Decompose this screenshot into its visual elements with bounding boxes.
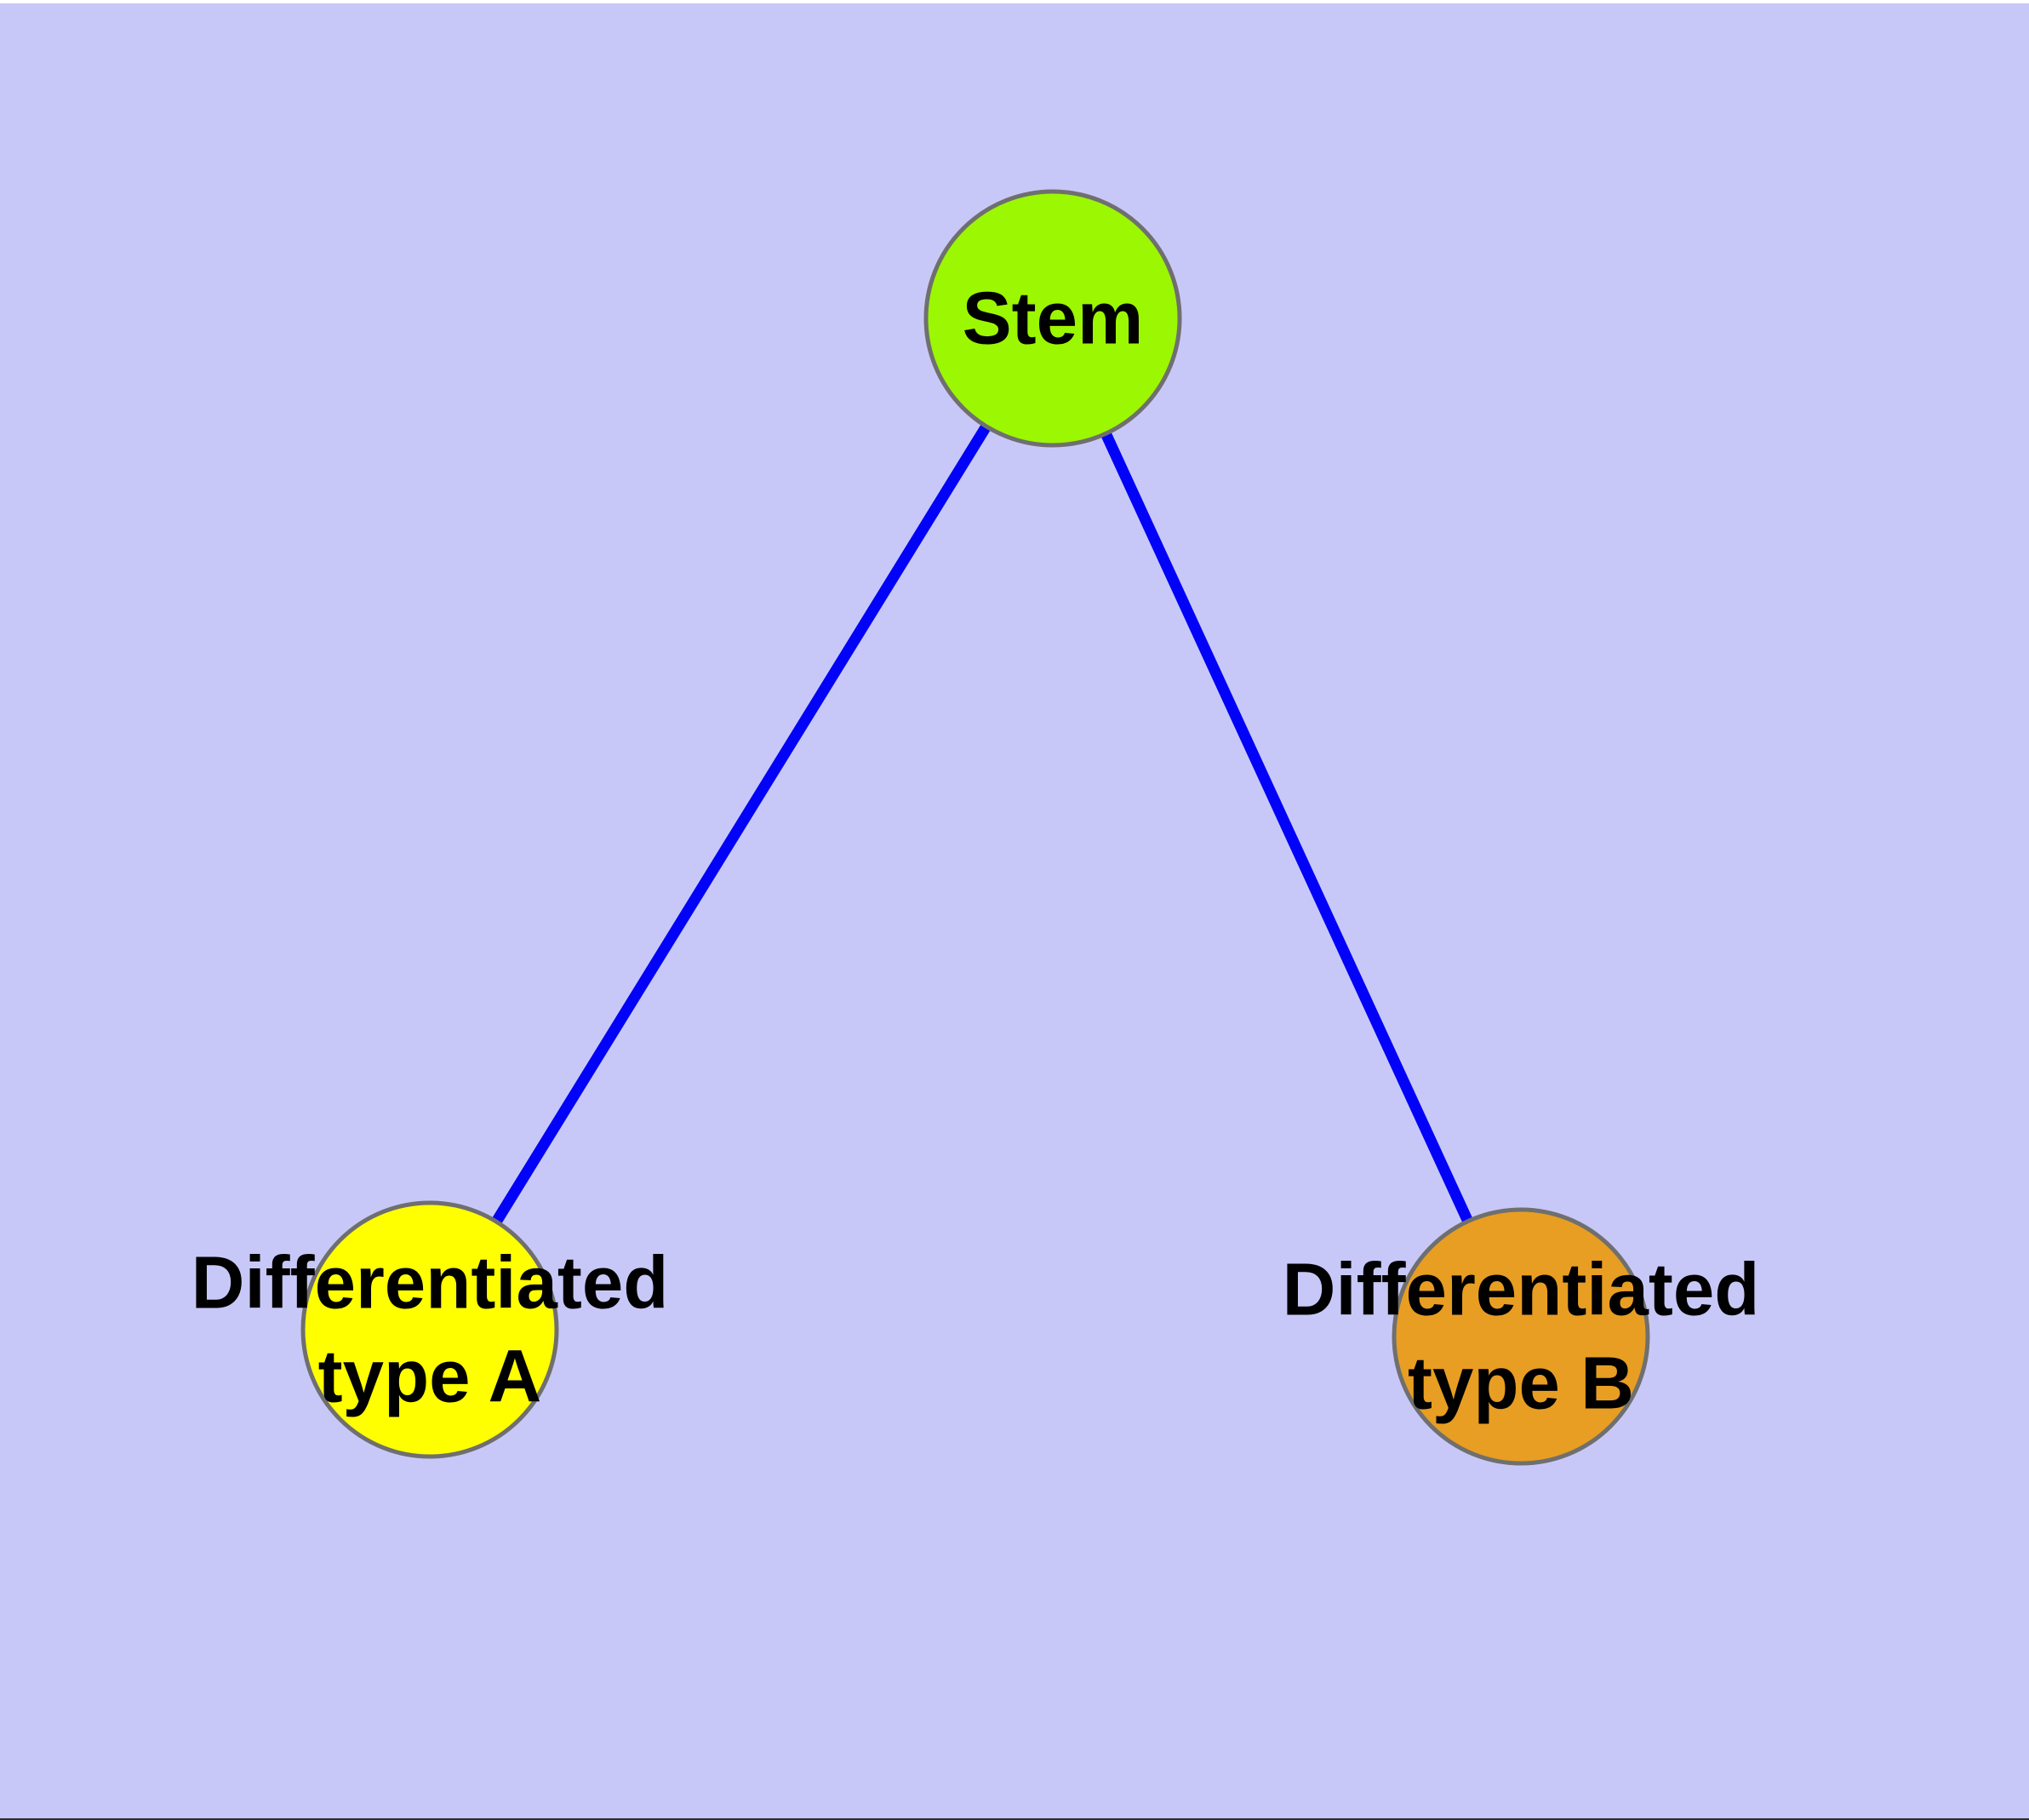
node-differentiated-type-b-circle — [1392, 1207, 1650, 1466]
node-differentiated-type-a-label-line-1: Differentiated — [191, 1242, 669, 1325]
node-stem: Stem — [923, 189, 1182, 448]
top-margin-strip — [0, 0, 2029, 3]
node-differentiated-type-b: Differentiated type B — [1283, 1207, 1760, 1466]
node-differentiated-type-b-label-line-2: type B — [1408, 1342, 1634, 1425]
node-differentiated-type-a-circle — [300, 1200, 559, 1459]
node-differentiated-type-a: Differentiated type A — [191, 1200, 669, 1459]
edge-stem-to-differentiated-type-a — [425, 315, 1058, 1333]
node-differentiated-type-a-label: Differentiated type A — [191, 1242, 669, 1418]
edge-stem-to-differentiated-type-b — [1048, 316, 1526, 1339]
node-stem-label: Stem — [963, 278, 1144, 360]
node-differentiated-type-b-label: Differentiated type B — [1283, 1249, 1760, 1425]
node-differentiated-type-a-label-line-2: type A — [318, 1336, 542, 1418]
node-differentiated-type-b-label-line-1: Differentiated — [1283, 1249, 1760, 1331]
node-stem-circle — [923, 189, 1182, 448]
node-stem-label-line-1: Stem — [963, 278, 1144, 360]
bottom-border-line — [0, 1818, 2029, 1820]
